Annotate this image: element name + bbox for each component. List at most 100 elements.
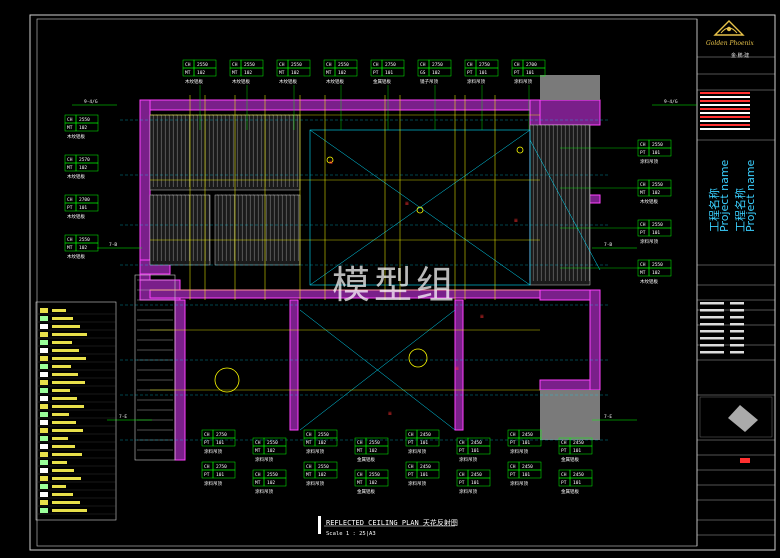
- tag-ch-value: 2700: [526, 62, 537, 68]
- hatch-grain: [180, 114, 182, 187]
- title-block-text-bar: [730, 344, 744, 347]
- legend-symbol-icon: [40, 404, 48, 409]
- tag-code-value: 101: [652, 150, 660, 156]
- light-fixture-icon: [326, 156, 334, 164]
- tag-value-box: [467, 445, 491, 455]
- hatch-grain: [293, 194, 295, 261]
- tag-ch-prefix: CH: [459, 472, 465, 478]
- hatch-grain: [232, 114, 234, 187]
- tag-code-value: 101: [522, 472, 530, 478]
- tag-code-prefix: PT: [640, 150, 646, 156]
- tag-ch-value: 2550: [267, 472, 278, 478]
- tag-material-label: 木纹铝板: [67, 173, 85, 180]
- title-block-text-bar: [700, 108, 750, 110]
- hatch-grain: [212, 114, 214, 187]
- tag-code-prefix: PT: [408, 472, 414, 478]
- hatch-grain: [560, 124, 562, 281]
- hatch-grain: [276, 114, 278, 187]
- tag-code-value: 101: [79, 205, 87, 211]
- tag-code-prefix: PT: [467, 70, 473, 76]
- legend-text-bar: [52, 357, 86, 360]
- tag-ch-prefix: CH: [408, 432, 414, 438]
- hatch-grain: [233, 194, 235, 261]
- hatch-grain: [552, 124, 554, 281]
- hatch-grain: [584, 124, 586, 281]
- tag-code-value: 102: [369, 448, 377, 454]
- tag-value-box: [193, 67, 217, 77]
- tag-value-box: [263, 477, 287, 487]
- light-fixture-icon: [408, 348, 428, 368]
- tag-ch-value: 2450: [573, 440, 584, 446]
- hatch-grain: [192, 114, 194, 187]
- tag-value-box: [569, 477, 593, 487]
- tag-code-prefix: MT: [306, 472, 312, 478]
- hatch-grain: [156, 114, 158, 187]
- hatch-grain: [277, 194, 279, 261]
- tag-code-value: 101: [573, 480, 581, 486]
- title-block-text-bar: [700, 116, 750, 118]
- hatch-grain: [188, 114, 190, 187]
- main-ceiling-zone: [309, 129, 531, 286]
- tag-code-prefix: GS: [420, 70, 426, 76]
- title-block-text-bar: [700, 120, 750, 122]
- legend-text-bar: [52, 365, 71, 368]
- tag-value-box: [416, 437, 440, 447]
- title-block-text-bar: [700, 344, 724, 347]
- tag-ch-value: 2570: [79, 157, 90, 163]
- tag-material-label: 木纹铝板: [232, 78, 250, 85]
- tag-code-value: 101: [573, 448, 581, 454]
- tag-code-prefix: MT: [185, 70, 191, 76]
- legend-text-bar: [52, 485, 66, 488]
- hatch-grain: [252, 114, 254, 187]
- tag-ch-value: 2550: [652, 182, 663, 188]
- tag-ch-prefix: CH: [67, 117, 73, 123]
- legend-symbol-icon: [40, 468, 48, 473]
- legend-text-bar: [52, 317, 73, 320]
- tag-ch-value: 2750: [479, 62, 490, 68]
- tag-code-value: 102: [79, 125, 87, 131]
- legend-symbol-icon: [40, 420, 48, 425]
- legend-text-bar: [52, 445, 75, 448]
- tag-value-box: [263, 445, 287, 455]
- tag-ch-value: 2550: [369, 472, 380, 478]
- legend-symbol-icon: [40, 508, 48, 513]
- title-block-text-bar: [700, 124, 750, 126]
- hatch-zone: [529, 124, 591, 286]
- legend-text-bar: [52, 453, 82, 456]
- tag-code-prefix: PT: [510, 472, 516, 478]
- tag-ch-prefix: CH: [357, 472, 363, 478]
- hatch-grain: [292, 114, 294, 187]
- tag-material-label: 涂料吊顶: [306, 448, 324, 455]
- level-mark: ≡: [455, 365, 459, 372]
- tag-ch-prefix: CH: [326, 62, 332, 68]
- hatch-grain: [172, 114, 174, 187]
- hatch-grain: [152, 114, 154, 187]
- tag-value-box: [75, 242, 99, 252]
- tag-ch-prefix: CH: [408, 464, 414, 470]
- tag-ch-prefix: CH: [640, 182, 646, 188]
- tag-material-label: 涂料吊顶: [306, 480, 324, 487]
- tag-code-prefix: MT: [326, 70, 332, 76]
- legend-text-bar: [52, 341, 72, 344]
- tag-ch-prefix: CH: [67, 237, 73, 243]
- hatch-grain: [257, 194, 259, 261]
- tag-code-prefix: PT: [204, 440, 210, 446]
- tag-code-value: 102: [318, 472, 326, 478]
- tag-ch-prefix: CH: [255, 440, 261, 446]
- tag-ch-prefix: CH: [204, 464, 210, 470]
- tag-code-prefix: MT: [67, 125, 73, 131]
- legend-text-bar: [52, 333, 87, 336]
- legend-symbol-icon: [40, 388, 48, 393]
- tag-material-label: 涂料吊顶: [510, 448, 528, 455]
